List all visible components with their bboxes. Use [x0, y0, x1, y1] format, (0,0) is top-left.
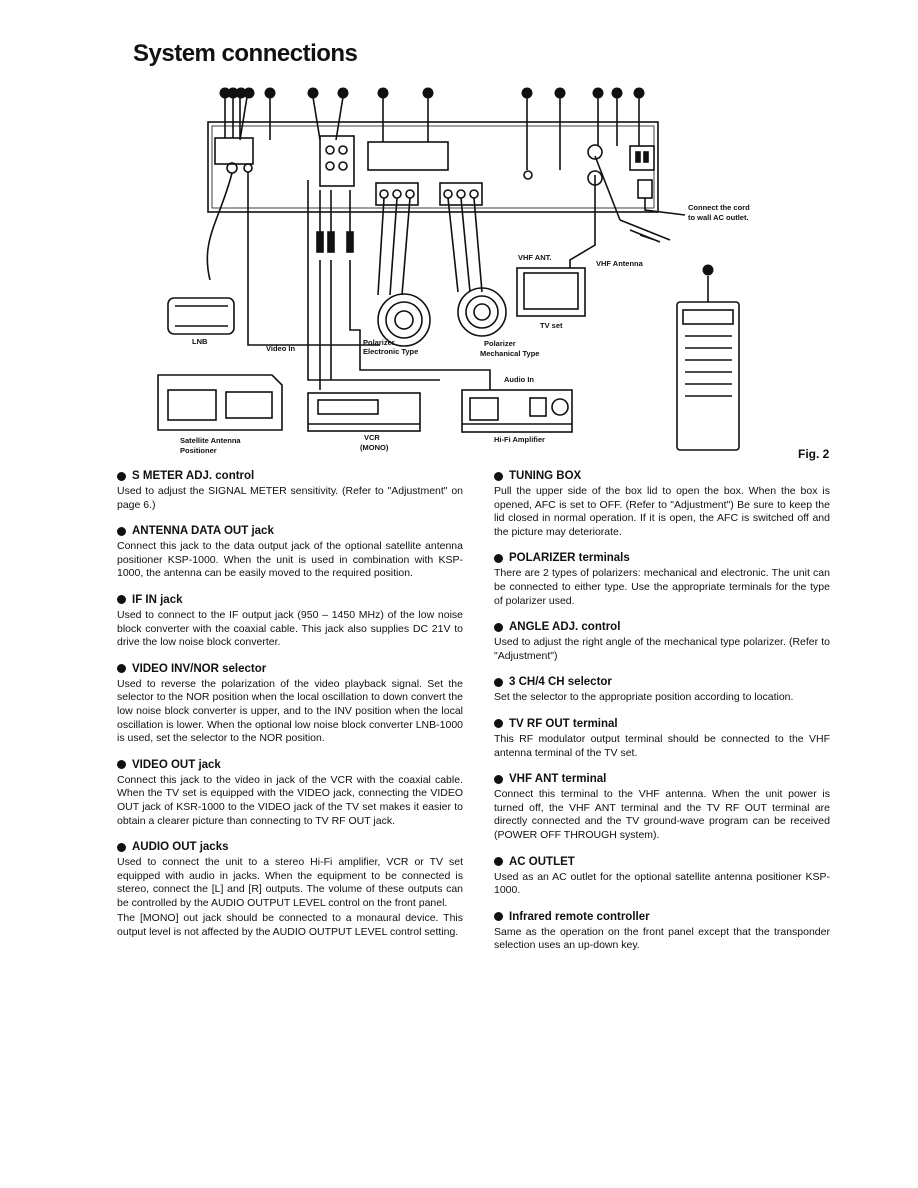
bullet-icon: [494, 857, 503, 866]
bullet-icon: [117, 595, 126, 605]
bullet-icon: [494, 677, 503, 687]
vcr-drawing: [307, 392, 421, 432]
section-title: VIDEO INV/NOR selector: [132, 662, 267, 675]
section-text: Used to connect to the IF output jack (9…: [117, 608, 463, 649]
hifi-amplifier-drawing: [461, 389, 573, 433]
section-antenna-data-out: ANTENNA DATA OUT jack Connect this jack …: [117, 525, 463, 581]
section-audio-out: AUDIO OUT jacks Used to connect the unit…: [117, 841, 463, 940]
label-tv-set: TV set: [540, 321, 563, 330]
section-title: VHF ANT terminal: [509, 773, 607, 786]
figure-label: Fig. 2: [798, 447, 830, 461]
label-positioner-2: Positioner: [180, 446, 217, 455]
bullet-icon: [494, 622, 503, 632]
section-polarizer-terminals: POLARIZER terminals There are 2 types of…: [494, 552, 830, 608]
page-title: System connections: [133, 40, 358, 67]
bullet-icon: [117, 526, 126, 536]
section-title: TV RF OUT terminal: [509, 717, 618, 730]
bullet-icon: [494, 719, 503, 729]
section-text: Set the selector to the appropriate posi…: [494, 691, 794, 704]
label-polarizer-mech-2: Mechanical Type: [480, 349, 539, 358]
section-text: Used as an AC outlet for the optional sa…: [494, 870, 830, 897]
section-title: IF IN jack: [132, 593, 183, 606]
bullet-icon: [117, 471, 126, 481]
section-if-in: IF IN jack Used to connect to the IF out…: [117, 594, 463, 650]
label-polarizer-mech-1: Polarizer: [484, 339, 516, 348]
section-title: AUDIO OUT jacks: [132, 841, 229, 854]
section-text: The [MONO] out jack should be connected …: [117, 912, 463, 939]
bullet-icon: [494, 912, 503, 922]
label-video-in: Video In: [266, 344, 295, 353]
positioner-drawing: [157, 374, 283, 431]
section-text: Pull the upper side of the box lid to op…: [494, 485, 830, 538]
label-polarizer-elec-2: Electronic Type: [363, 347, 418, 356]
lnb-drawing: [167, 297, 235, 335]
section-title: ANTENNA DATA OUT jack: [132, 525, 274, 538]
label-positioner-1: Satellite Antenna: [180, 436, 241, 445]
label-lnb: LNB: [192, 337, 208, 346]
connection-diagram: Connect the cord to wall AC outlet. VHF …: [157, 87, 750, 455]
label-connect-cord-2: to wall AC outlet.: [688, 213, 749, 222]
section-text: Connect this terminal to the VHF antenna…: [494, 788, 830, 841]
bullet-icon: [117, 842, 126, 852]
tv-set-drawing: [516, 267, 586, 317]
bullet-icon: [494, 553, 503, 563]
section-title: ANGLE ADJ. control: [509, 621, 621, 634]
callout-markers: [219, 87, 714, 276]
section-text: Connect this jack to the data output jac…: [117, 540, 463, 580]
label-vcr-1: VCR: [364, 433, 380, 442]
section-text: Used to connect the unit to a stereo Hi-…: [117, 856, 463, 909]
section-text: This RF modulator output terminal should…: [494, 732, 830, 759]
label-polarizer-elec-1: Polarizer: [363, 338, 395, 347]
bullet-icon: [117, 760, 126, 770]
section-text: Used to adjust the SIGNAL METER sensitiv…: [117, 485, 463, 511]
section-angle-adj: ANGLE ADJ. control Used to adjust the ri…: [494, 621, 830, 663]
label-vcr-2: (MONO): [360, 443, 389, 452]
label-audio-in: Audio In: [504, 375, 534, 384]
right-column: TUNING BOX Pull the upper side of the bo…: [494, 470, 830, 966]
main-unit-rear-panel: [207, 121, 659, 213]
section-text: Used to reverse the polarization of the …: [117, 677, 463, 745]
section-text: Same as the operation on the front panel…: [494, 925, 830, 952]
section-title: S METER ADJ. control: [132, 470, 255, 482]
section-title: 3 CH/4 CH selector: [509, 676, 612, 689]
label-hifi-amp: Hi-Fi Amplifier: [494, 435, 545, 444]
section-s-meter-adj: S METER ADJ. control Used to adjust the …: [117, 470, 463, 512]
section-title: Infrared remote controller: [509, 910, 650, 923]
section-vhf-ant: VHF ANT terminal Connect this terminal t…: [494, 773, 830, 842]
section-title: TUNING BOX: [509, 470, 582, 482]
section-ch-selector: 3 CH/4 CH selector Set the selector to t…: [494, 676, 830, 705]
label-vhf-ant: VHF ANT.: [518, 253, 551, 262]
section-title: AC OUTLET: [509, 855, 575, 868]
section-title: VIDEO OUT jack: [132, 758, 221, 771]
label-vhf-antenna: VHF Antenna: [596, 259, 644, 268]
bullet-icon: [494, 471, 503, 481]
label-connect-cord-1: Connect the cord: [688, 203, 750, 212]
bullet-icon: [494, 774, 503, 784]
left-column: S METER ADJ. control Used to adjust the …: [117, 470, 463, 953]
section-text: Connect this jack to the video in jack o…: [117, 773, 463, 827]
section-ac-outlet: AC OUTLET Used as an AC outlet for the o…: [494, 856, 830, 898]
section-remote-controller: Infrared remote controller Same as the o…: [494, 911, 830, 953]
section-tv-rf-out: TV RF OUT terminal This RF modulator out…: [494, 718, 830, 760]
section-text: Used to adjust the right angle of the me…: [494, 636, 830, 662]
section-video-inv-nor: VIDEO INV/NOR selector Used to reverse t…: [117, 663, 463, 746]
section-title: POLARIZER terminals: [509, 552, 630, 565]
bullet-icon: [117, 664, 126, 674]
section-tuning-box: TUNING BOX Pull the upper side of the bo…: [494, 470, 830, 539]
section-video-out: VIDEO OUT jack Connect this jack to the …: [117, 759, 463, 828]
section-text: There are 2 types of polarizers: mechani…: [494, 567, 830, 607]
